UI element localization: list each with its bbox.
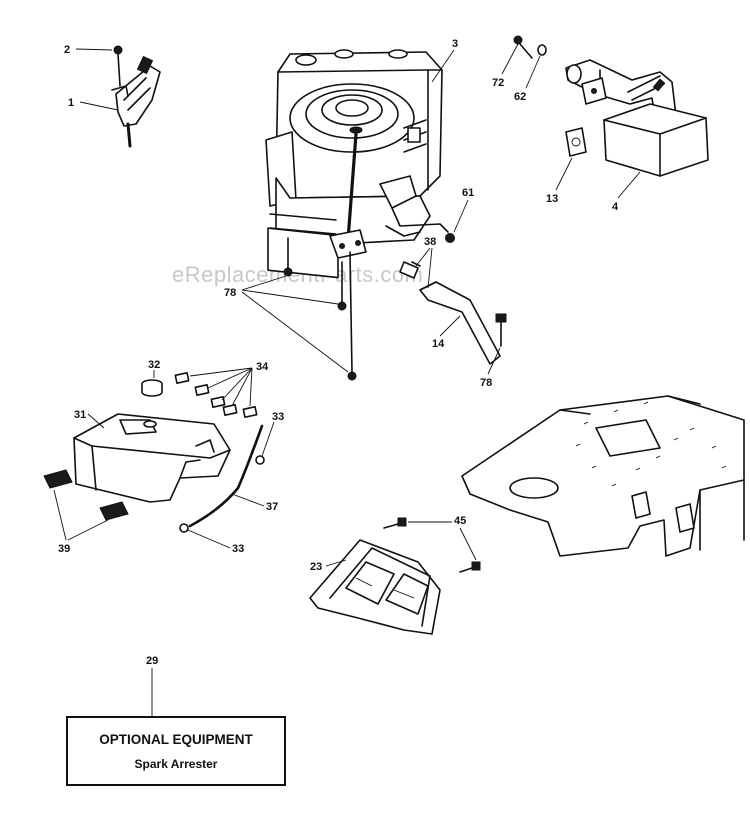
callout-31: 31 — [74, 409, 105, 429]
callout-45: 45 — [408, 515, 477, 561]
callout-label: 39 — [58, 543, 70, 555]
callout-23: 23 — [310, 559, 347, 573]
callout-label: 1 — [68, 97, 74, 109]
callout-label: 4 — [612, 201, 619, 213]
optional-equipment-subtitle: Spark Arrester — [134, 756, 218, 771]
callout-72: 72 — [492, 43, 519, 89]
callout-label: 29 — [146, 655, 158, 667]
callout-37: 37 — [231, 493, 278, 513]
callout-78-left: 78 — [224, 275, 349, 373]
callout-label: 23 — [310, 561, 322, 573]
callout-label: 61 — [462, 187, 474, 199]
callout-2: 2 — [64, 44, 113, 56]
callout-label: 45 — [454, 515, 466, 527]
callout-label: 3 — [452, 38, 458, 50]
throttle-bracket-part — [111, 45, 161, 148]
callout-label: 38 — [424, 236, 436, 248]
callout-label: 32 — [148, 359, 160, 371]
callout-label: 13 — [546, 193, 558, 205]
callout-4: 4 — [612, 171, 641, 213]
muffler-part — [513, 35, 709, 177]
callout-label: 78 — [480, 377, 492, 389]
knob-and-ties-part — [141, 372, 258, 418]
callout-label: 34 — [256, 361, 269, 373]
callout-13: 13 — [546, 157, 573, 205]
callout-29: 29 — [146, 655, 158, 716]
frame-part — [461, 395, 745, 557]
optional-equipment-box: OPTIONAL EQUIPMENT Spark Arrester — [66, 716, 286, 786]
callout-1: 1 — [68, 97, 119, 111]
callout-14: 14 — [432, 315, 461, 350]
callout-label: 33 — [232, 543, 244, 555]
callout-38: 38 — [415, 236, 436, 289]
nut-part — [445, 233, 455, 243]
fuel-tank-part — [73, 413, 231, 503]
shield-plate-part — [309, 517, 481, 635]
callout-34: 34 — [189, 361, 269, 407]
callout-39: 39 — [53, 489, 109, 555]
callout-label: 78 — [224, 287, 236, 299]
callout-33-top: 33 — [261, 411, 284, 457]
callout-label: 14 — [432, 338, 445, 350]
callout-78-right: 78 — [480, 347, 501, 389]
fuel-hose-part — [179, 424, 265, 533]
engine-part — [265, 49, 449, 279]
callout-label: 33 — [272, 411, 284, 423]
callout-label: 37 — [266, 501, 278, 513]
callout-32: 32 — [148, 359, 160, 378]
optional-equipment-title: OPTIONAL EQUIPMENT — [99, 731, 253, 747]
callout-61: 61 — [453, 187, 474, 233]
engine-mount-bolts — [283, 237, 357, 381]
callout-label: 31 — [74, 409, 86, 421]
fuel-line-part — [399, 261, 507, 365]
callout-62: 62 — [514, 55, 541, 103]
callout-label: 2 — [64, 44, 70, 56]
callout-label: 62 — [514, 91, 526, 103]
tank-pads-part — [43, 469, 129, 521]
callout-label: 72 — [492, 77, 504, 89]
callout-33-bottom: 33 — [187, 529, 244, 555]
callout-3: 3 — [431, 38, 458, 83]
